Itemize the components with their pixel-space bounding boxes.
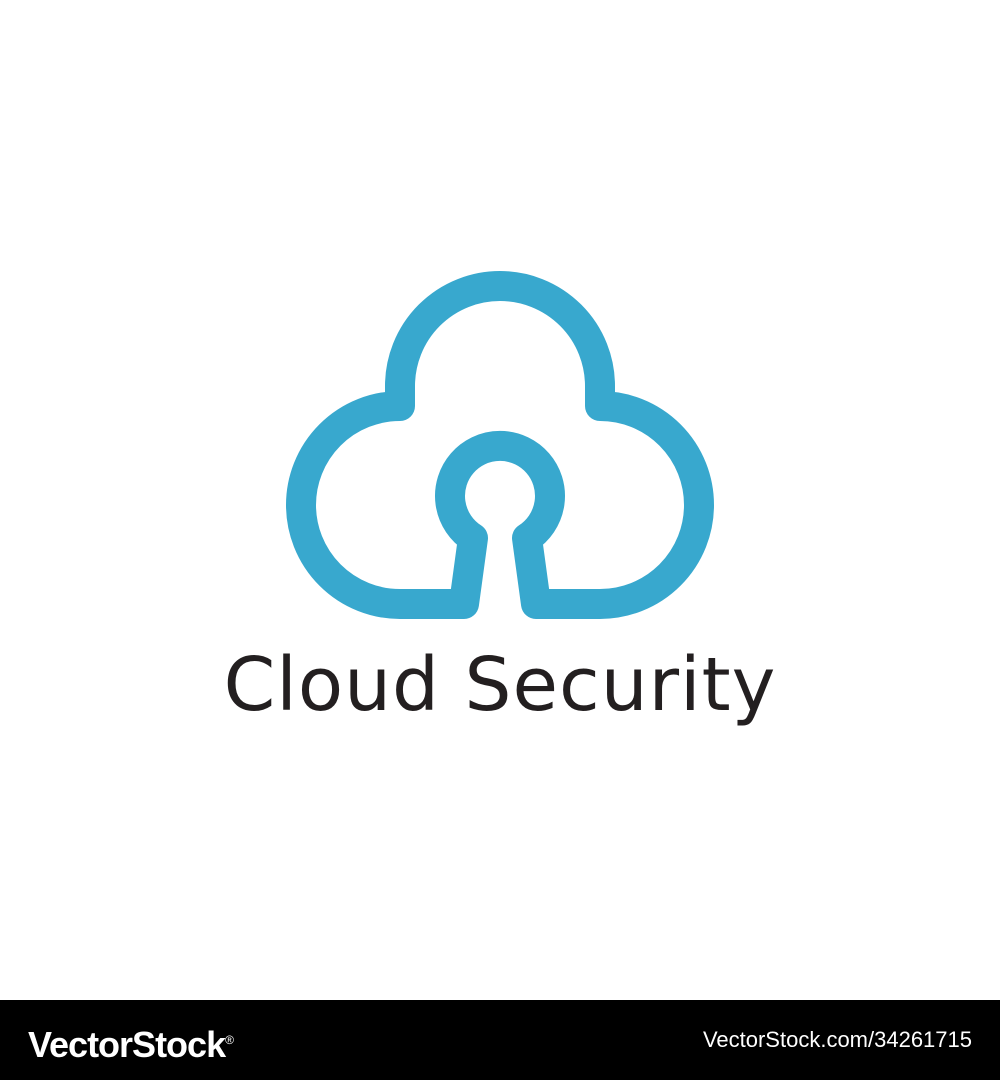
cloud-keyhole-icon	[286, 271, 714, 619]
vectorstock-logo: VectorStock®	[28, 1000, 234, 1080]
registered-mark: ®	[225, 1033, 234, 1047]
cloud-outline	[286, 271, 714, 619]
image-id: VectorStock.com/34261715	[702, 1027, 972, 1052]
footer-bar: VectorStock® VectorStock.com/34261715	[0, 1000, 1000, 1080]
brand-name: Cloud Security	[223, 642, 777, 728]
vectorstock-logo-text: VectorStock	[28, 1024, 226, 1065]
logo-area: Cloud Security	[223, 271, 777, 728]
